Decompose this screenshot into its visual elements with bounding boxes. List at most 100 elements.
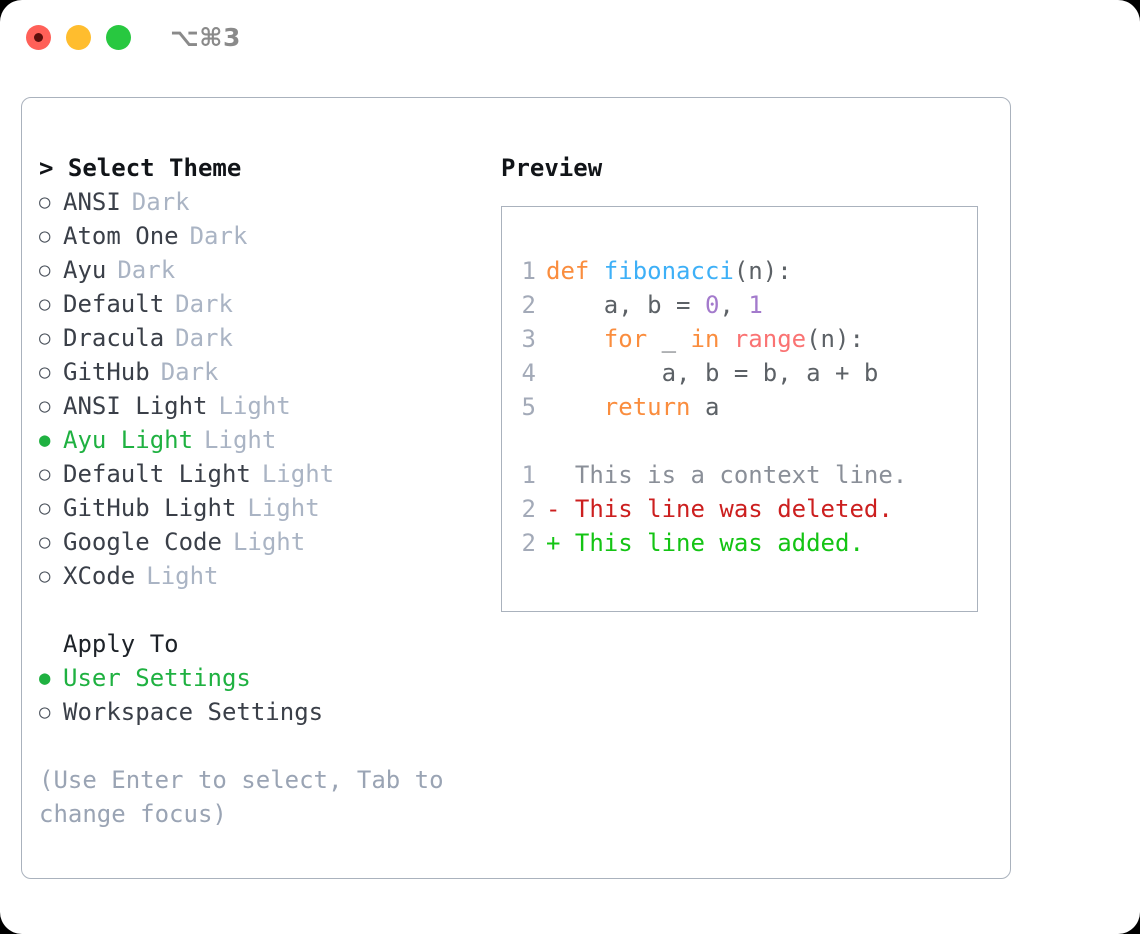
theme-option-label: ANSI	[63, 188, 121, 216]
theme-option-label: Ayu	[63, 256, 107, 284]
code-token: +	[835, 359, 864, 387]
theme-option-variant: Light	[146, 562, 219, 590]
apply-to-option-user-settings[interactable]: ● User Settings	[39, 661, 489, 695]
diff-marker	[546, 461, 575, 489]
code-token: b, a	[762, 359, 835, 387]
theme-option-label: Atom One	[63, 222, 179, 250]
code-line: 4 a, b = b, a + b	[518, 356, 973, 390]
diff-marker: -	[546, 495, 575, 523]
code-line: 3 for _ in range(n):	[518, 322, 973, 356]
code-token: b	[863, 359, 879, 387]
apply-to-option-label: Workspace Settings	[63, 698, 324, 726]
code-line: 5 return a	[518, 390, 973, 424]
maximize-button-icon[interactable]	[106, 25, 131, 50]
code-token: 0	[704, 291, 720, 319]
theme-option-label: GitHub	[63, 358, 150, 386]
radio-unselected-icon: ○	[39, 191, 51, 213]
code-token: =	[676, 291, 705, 319]
code-line-number: 5	[521, 393, 536, 421]
diff-line: 2+ This line was added.	[518, 526, 973, 560]
code-token: return	[546, 393, 705, 421]
code-blank-line	[518, 424, 973, 458]
theme-option-default-light[interactable]: ○ Default Light Light	[39, 457, 489, 491]
diff-line: 1 This is a context line.	[518, 458, 973, 492]
radio-unselected-icon: ○	[39, 293, 51, 315]
theme-option-label: Dracula	[63, 324, 165, 352]
theme-option-variant: Light	[261, 460, 335, 488]
theme-option-atom-one[interactable]: ○ Atom One Dark	[39, 219, 489, 253]
theme-option-variant: Light	[247, 494, 320, 522]
theme-option-variant: Dark	[117, 256, 176, 284]
preview-header: Preview	[501, 154, 603, 182]
recording-dot-icon	[34, 33, 43, 42]
radio-unselected-icon: ○	[39, 327, 51, 349]
code-line-number: 2	[521, 291, 536, 319]
code-token: _	[661, 325, 691, 353]
code-token: (n):	[733, 257, 792, 285]
close-button-icon[interactable]	[26, 25, 51, 50]
theme-option-variant: Dark	[175, 324, 233, 352]
diff-line-number: 2	[521, 529, 536, 557]
traffic-lights	[26, 25, 131, 50]
theme-option-variant: Light	[232, 528, 306, 556]
code-line-number: 4	[521, 359, 536, 387]
diff-line-number: 1	[521, 461, 536, 489]
radio-unselected-icon: ○	[39, 395, 51, 417]
title-bar: ⌥⌘3	[0, 0, 1140, 78]
radio-unselected-icon: ○	[39, 225, 51, 247]
radio-selected-icon: ●	[39, 667, 51, 689]
apply-to-option-label: User Settings	[63, 664, 251, 692]
code-token: 1	[748, 291, 763, 319]
code-token: =	[733, 359, 763, 387]
minimize-button-icon[interactable]	[66, 25, 91, 50]
theme-option-label: Google Code	[63, 528, 222, 556]
apply-to-list[interactable]: ● User Settings ○ Workspace Settings	[39, 661, 489, 729]
radio-unselected-icon: ○	[39, 259, 51, 281]
apply-to-option-workspace-settings[interactable]: ○ Workspace Settings	[39, 695, 489, 729]
code-token: in	[690, 325, 734, 353]
theme-option-dracula[interactable]: ○ Dracula Dark	[39, 321, 489, 355]
code-token: range	[733, 325, 807, 353]
theme-option-label: ANSI Light	[63, 392, 208, 420]
keyboard-hint-text: (Use Enter to select, Tab to change focu…	[39, 766, 444, 828]
theme-option-variant: Light	[218, 392, 291, 420]
code-token: for	[546, 325, 662, 353]
diff-text: This line was deleted.	[574, 495, 893, 523]
diff-marker: +	[546, 529, 575, 557]
apply-to-header: Apply To	[63, 630, 179, 658]
code-line: 2 a, b = 0, 1	[518, 288, 973, 322]
theme-option-label: XCode	[63, 562, 136, 590]
code-token: a	[704, 393, 720, 421]
theme-option-label: Default Light	[63, 460, 251, 488]
theme-option-variant: Dark	[189, 222, 248, 250]
theme-option-variant: Dark	[160, 358, 219, 386]
code-token: def	[546, 257, 604, 285]
theme-option-label: Ayu Light	[63, 426, 194, 454]
theme-option-variant: Dark	[131, 188, 190, 216]
theme-option-variant: Dark	[175, 290, 233, 318]
diff-line: 2- This line was deleted.	[518, 492, 973, 526]
radio-unselected-icon: ○	[39, 701, 51, 723]
radio-unselected-icon: ○	[39, 463, 51, 485]
theme-option-ansi-light[interactable]: ○ ANSI Light Light	[39, 389, 489, 423]
theme-option-label: GitHub Light	[63, 494, 237, 522]
code-token: fibonacci	[603, 257, 734, 285]
code-line-number: 3	[521, 325, 536, 353]
theme-option-ayu[interactable]: ○ Ayu Dark	[39, 253, 489, 287]
diff-text: This is a context line.	[574, 461, 908, 489]
theme-option-ansi[interactable]: ○ ANSI Dark	[39, 185, 489, 219]
